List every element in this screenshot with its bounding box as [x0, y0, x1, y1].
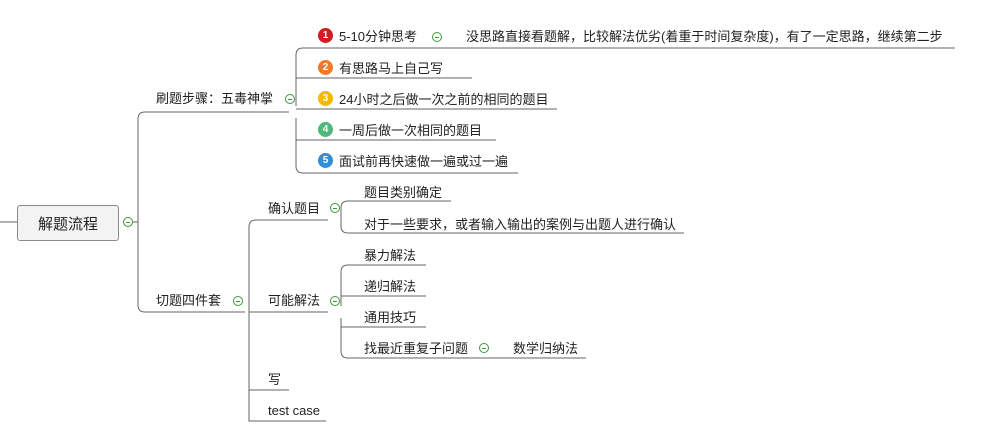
step-1-collapse-toggle-icon[interactable] — [432, 32, 442, 42]
step-1-badge-icon: 1 — [318, 28, 333, 43]
testcase-label[interactable]: test case — [268, 403, 321, 418]
confirm-problem-label[interactable]: 确认题目 — [268, 201, 321, 216]
confirm-item-1[interactable]: 题目类别确定 — [364, 185, 443, 200]
step-2-label[interactable]: 有思路马上自己写 — [339, 61, 444, 76]
solutions-collapse-toggle-icon[interactable] — [330, 296, 340, 306]
step-5-badge-icon: 5 — [318, 153, 333, 168]
step-4-badge-icon: 4 — [318, 122, 333, 137]
root-collapse-toggle-icon[interactable] — [123, 217, 133, 227]
branch-label-brush-steps[interactable]: 刷题步骤：五毒神掌 — [156, 91, 274, 106]
possible-solutions-label[interactable]: 可能解法 — [268, 293, 321, 308]
connector-solution-4 — [340, 318, 586, 359]
step-3-label[interactable]: 24小时之后做一次之前的相同的题目 — [339, 92, 549, 107]
step-1-label[interactable]: 5-10分钟思考 — [339, 29, 418, 44]
root-label: 解题流程 — [37, 215, 98, 233]
solution-item-2[interactable]: 递归解法 — [364, 279, 417, 294]
connector-confirm-item-2 — [340, 214, 684, 234]
solution-item-4-collapse-toggle-icon[interactable] — [479, 343, 489, 353]
branch1-collapse-toggle-icon[interactable] — [285, 94, 295, 104]
connector-confirm-item-1 — [340, 200, 451, 214]
solution-item-4[interactable]: 找最近重复子问题 — [364, 341, 469, 356]
step-1-note[interactable]: 没思路直接看题解，比较解法优劣(着重于时间复杂度)，有了一定思路，继续第二步 — [466, 29, 943, 44]
connector-testcase — [248, 390, 326, 422]
solution-item-3[interactable]: 通用技巧 — [364, 310, 417, 325]
solution-item-4-note[interactable]: 数学归纳法 — [513, 341, 579, 356]
step-2-badge-icon: 2 — [318, 60, 333, 75]
confirm-item-2[interactable]: 对于一些要求，或者输入输出的案例与出题人进行确认 — [364, 217, 677, 232]
confirm-collapse-toggle-icon[interactable] — [330, 203, 340, 213]
connector-solution-1 — [340, 264, 426, 306]
step-3-badge-icon: 3 — [318, 91, 333, 106]
solution-item-1[interactable]: 暴力解法 — [364, 248, 417, 263]
branch2-collapse-toggle-icon[interactable] — [233, 296, 243, 306]
connector-step-5 — [295, 118, 518, 174]
connector-step-1 — [295, 47, 955, 106]
root-node[interactable]: 解题流程 — [17, 205, 119, 241]
step-4-label[interactable]: 一周后做一次相同的题目 — [339, 123, 483, 138]
step-5-label[interactable]: 面试前再快速做一遍或过一遍 — [339, 154, 509, 169]
connector-root-branch1 — [133, 111, 289, 223]
connector-confirm — [248, 219, 328, 312]
write-label[interactable]: 写 — [268, 372, 282, 387]
branch-label-four-steps[interactable]: 切题四件套 — [156, 293, 222, 308]
connector-root-branch2 — [137, 222, 245, 313]
